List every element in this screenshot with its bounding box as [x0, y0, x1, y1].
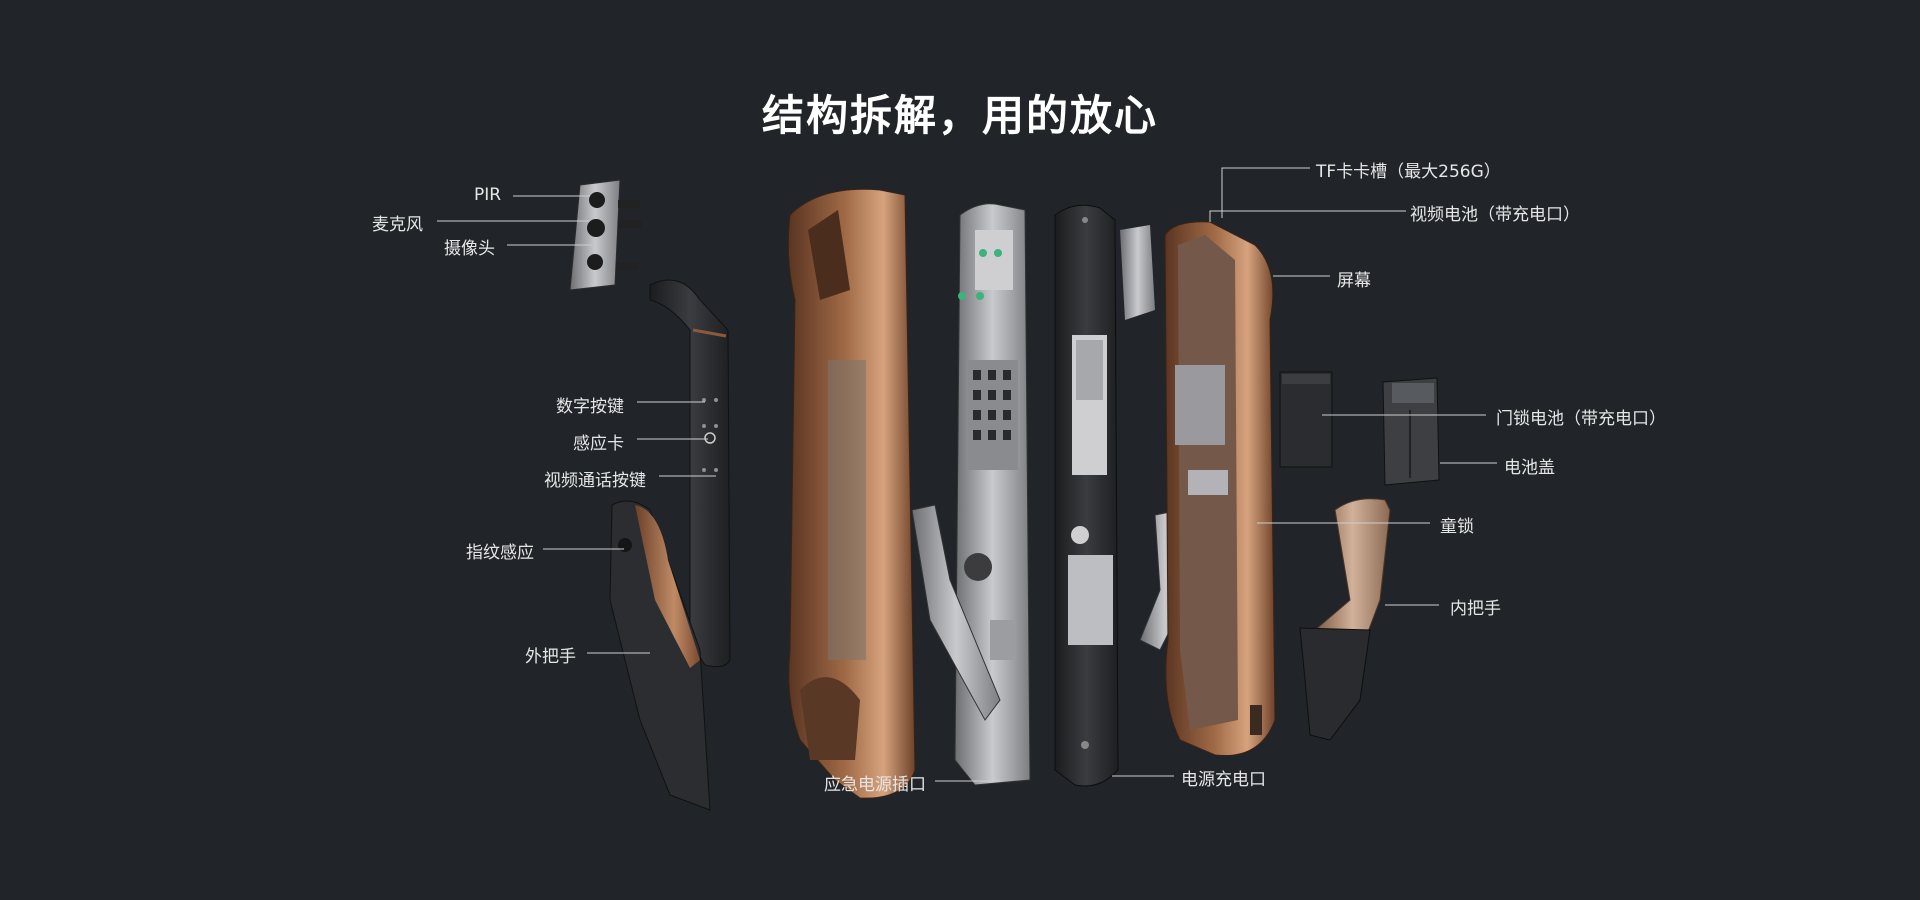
- label-fingerprint: 指纹感应: [466, 543, 534, 563]
- inner-handle-part: [1299, 498, 1391, 741]
- label-video-call-key: 视频通话按键: [544, 471, 646, 491]
- lever-left: [911, 504, 1001, 721]
- camera-module: [569, 179, 642, 291]
- label-mic: 麦克风: [372, 215, 423, 235]
- battery-cover-part: [1382, 377, 1440, 486]
- leader-lines: [437, 167, 1497, 782]
- inner-shell: [1164, 221, 1276, 757]
- outer-shell: [787, 188, 916, 799]
- mounting-plate: [1054, 204, 1155, 787]
- page-title: 结构拆解，用的放心: [761, 91, 1158, 140]
- label-video-battery: 视频电池（带充电口）: [1410, 205, 1580, 225]
- label-keypad: 数字按键: [556, 397, 624, 417]
- label-outer-handle: 外把手: [525, 647, 576, 667]
- label-tf-slot: TF卡卡槽（最大256G）: [1316, 162, 1501, 182]
- label-battery-cover: 电池盖: [1504, 458, 1555, 478]
- label-card: 感应卡: [573, 434, 624, 454]
- label-emergency-port: 应急电源插口: [824, 775, 926, 795]
- leader-video-battery: [1209, 210, 1406, 222]
- leader-tf: [1221, 167, 1310, 218]
- metal-chassis: [954, 203, 1031, 786]
- label-screen: 屏幕: [1337, 271, 1371, 291]
- label-inner-handle: 内把手: [1450, 599, 1501, 619]
- label-pir: PIR: [474, 185, 502, 205]
- label-child-lock: 童锁: [1440, 517, 1474, 537]
- label-camera: 摄像头: [444, 239, 495, 259]
- lock-battery: [1279, 371, 1333, 468]
- label-lock-battery: 门锁电池（带充电口）: [1496, 409, 1666, 429]
- keypad-panel: [649, 279, 731, 668]
- label-power-port: 电源充电口: [1181, 770, 1266, 790]
